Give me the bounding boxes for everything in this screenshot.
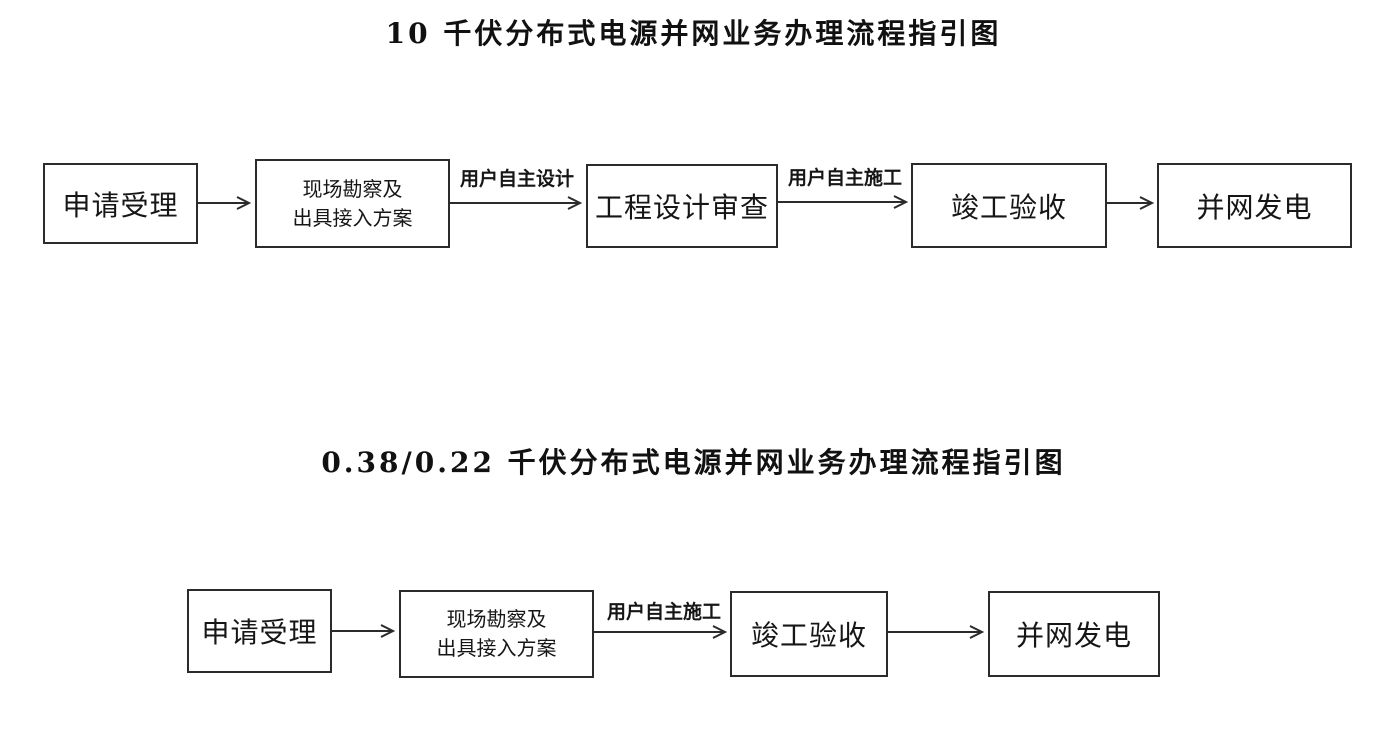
node-label: 并网发电: [1196, 190, 1313, 224]
node-label: 申请受理: [62, 188, 179, 222]
chart1-node-completion-acceptance: 竣工验收: [911, 163, 1107, 248]
chart1-node-application-acceptance: 申请受理: [43, 163, 198, 244]
node-label-line2: 出具接入方案: [436, 636, 557, 660]
chart1-node-design-review: 工程设计审查: [586, 164, 778, 248]
chart1-title: 10 千伏分布式电源并网业务办理流程指引图: [385, 17, 1002, 50]
chart2-node-application-acceptance: 申请受理: [187, 589, 332, 673]
node-label: 竣工验收: [950, 190, 1067, 224]
node-label: 并网发电: [1015, 619, 1132, 652]
chart2-edge-label-user-self-construction: 用户自主施工: [606, 601, 721, 623]
node-label: 工程设计审查: [594, 191, 769, 224]
chart1-edge-label-user-self-design: 用户自主设计: [459, 168, 574, 190]
chart1-edge-label-user-self-construction: 用户自主施工: [787, 167, 902, 189]
chart1-node-site-survey-access-plan: 现场勘察及 出具接入方案: [255, 159, 450, 248]
chart1-node-grid-connected-generation: 并网发电: [1157, 163, 1352, 248]
node-label-line2: 出具接入方案: [292, 205, 413, 230]
node-label-line1: 现场勘察及: [302, 176, 403, 201]
node-label: 竣工验收: [750, 619, 867, 652]
chart2-node-site-survey-access-plan: 现场勘察及 出具接入方案: [399, 590, 594, 678]
node-label: 申请受理: [201, 616, 318, 649]
chart2-node-grid-connected-generation: 并网发电: [988, 591, 1160, 677]
node-label-line1: 现场勘察及: [446, 607, 547, 631]
chart2-node-completion-acceptance: 竣工验收: [730, 591, 888, 677]
chart2-title: 0.38/0.22 千伏分布式电源并网业务办理流程指引图: [321, 446, 1066, 479]
